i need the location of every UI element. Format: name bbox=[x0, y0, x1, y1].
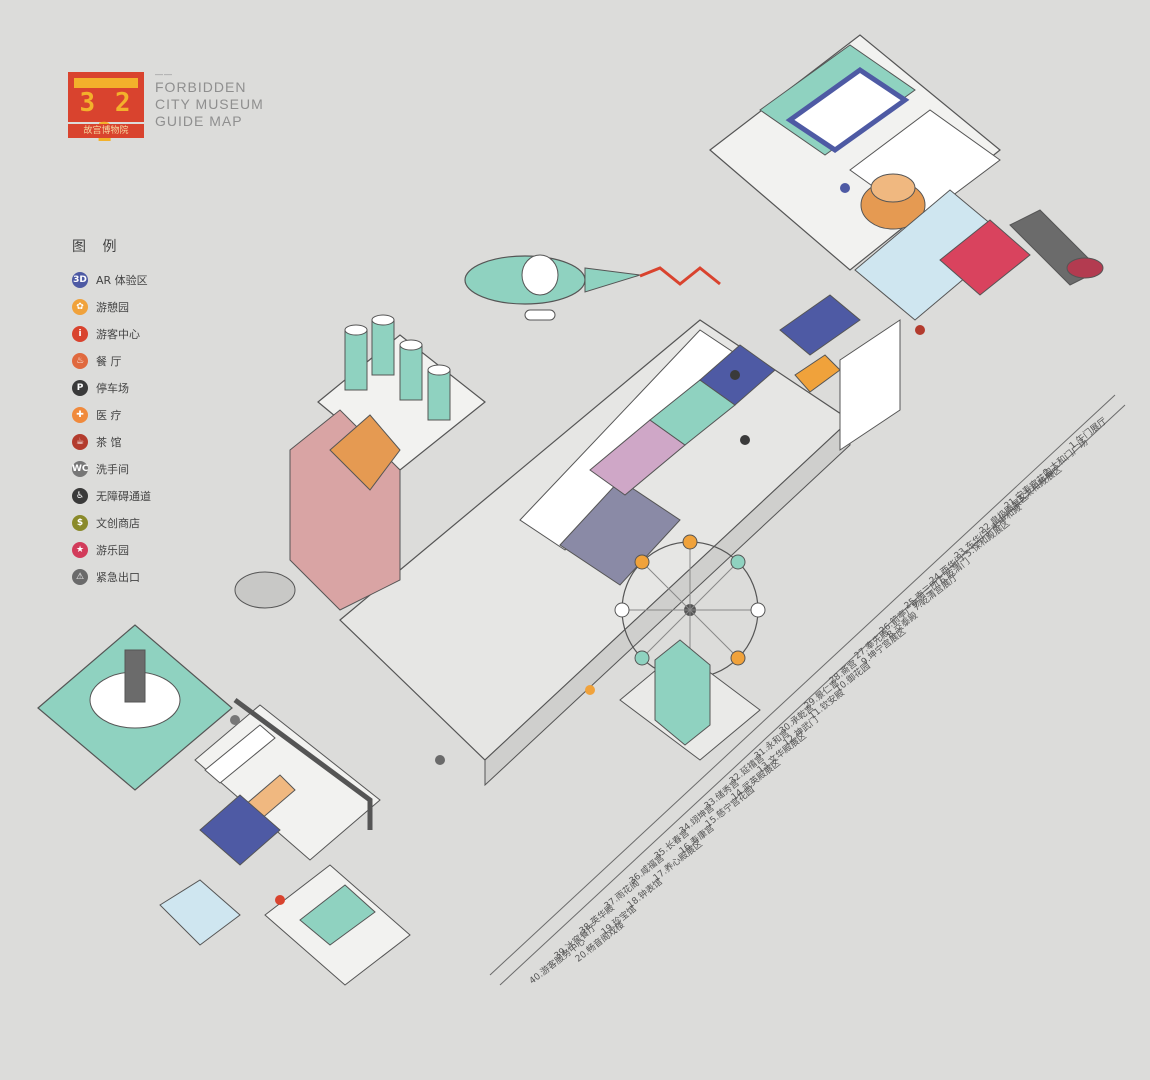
legend-label: 餐 厅 bbox=[96, 354, 122, 368]
sw-path bbox=[233, 697, 373, 830]
sw-pool bbox=[159, 879, 241, 946]
legend-label: 无障碍通道 bbox=[96, 489, 151, 503]
legend-label: 停车场 bbox=[96, 381, 129, 395]
legend-item: i 游客中心 bbox=[72, 320, 151, 347]
legend-item: ⚠ 紧急出口 bbox=[72, 563, 151, 590]
ar-icon: 3D bbox=[72, 271, 88, 288]
marker-accessible[interactable] bbox=[740, 435, 750, 445]
airship-streamer bbox=[639, 266, 721, 286]
legend-item: ✚ 医 疗 bbox=[72, 401, 151, 428]
legend-label: 茶 馆 bbox=[96, 435, 122, 449]
legend: 图 例 3D AR 体验区 ✿ 游憩园 i 游客中心 ♨ 餐 厅 P 停车场 ✚ 医 疗 ☕ 茶 馆 WC 洗… bbox=[72, 236, 151, 590]
legend-item: 3D AR 体验区 bbox=[72, 266, 151, 293]
north-courtyard bbox=[785, 66, 910, 154]
marker-garden[interactable] bbox=[585, 685, 595, 695]
marker-parking[interactable] bbox=[730, 370, 740, 380]
legend-item: $ 文创商店 bbox=[72, 509, 151, 536]
restroom-icon: WC bbox=[72, 460, 89, 477]
teahouse-icon: ☕ bbox=[72, 433, 88, 450]
mid-tower bbox=[839, 319, 901, 451]
mid-orange-hall bbox=[794, 354, 841, 393]
index-rail-outer bbox=[489, 394, 1116, 976]
info-icon: i bbox=[72, 325, 88, 342]
gallery-hall-gray bbox=[559, 479, 681, 586]
restaurant-icon: ♨ bbox=[72, 352, 88, 369]
legend-title: 图 例 bbox=[72, 239, 123, 255]
legend-label: 游乐园 bbox=[96, 543, 129, 557]
parking-icon: P bbox=[72, 379, 88, 396]
bottle-tower bbox=[654, 639, 711, 746]
legend-label: 洗手间 bbox=[96, 462, 129, 476]
amusement-icon: ★ bbox=[72, 541, 88, 558]
marker-exit[interactable] bbox=[435, 755, 445, 765]
map-title: —— FORBIDDEN CITY MUSEUM GUIDE MAP bbox=[155, 70, 305, 130]
airship-band bbox=[521, 254, 559, 296]
shop-icon: $ bbox=[72, 514, 88, 531]
pink-tower-roof bbox=[329, 414, 401, 491]
sw-hall-gallery bbox=[204, 724, 276, 784]
medical-icon: ✚ bbox=[72, 406, 88, 423]
marker-info[interactable] bbox=[275, 895, 285, 905]
legend-item: WC 洗手间 bbox=[72, 455, 151, 482]
logo-roof bbox=[74, 78, 138, 88]
index-rail-inner bbox=[499, 404, 1126, 986]
airship-tail bbox=[584, 267, 641, 293]
disc-stage bbox=[234, 571, 296, 609]
museum-logo: 3 2 2 故宫博物院 bbox=[68, 72, 144, 148]
logo-subtitle: 故宫博物院 bbox=[68, 124, 144, 138]
accessible-icon: ♿ bbox=[72, 487, 88, 504]
legend-label: 文创商店 bbox=[96, 516, 140, 530]
sw-garden-teal bbox=[299, 884, 376, 946]
title-caption: —— bbox=[155, 70, 173, 79]
round-pavilion-roof bbox=[870, 173, 916, 203]
legend-label: 游客中心 bbox=[96, 327, 140, 341]
legend-item: ✿ 游憩园 bbox=[72, 293, 151, 320]
legend-label: AR 体验区 bbox=[96, 273, 148, 287]
airship-gondola bbox=[524, 309, 556, 321]
legend-label: 游憩园 bbox=[96, 300, 129, 314]
legend-label: 紧急出口 bbox=[96, 570, 140, 584]
east-red-hall bbox=[939, 219, 1031, 296]
legend-item: ♿ 无障碍通道 bbox=[72, 482, 151, 509]
title-line-2: CITY MUSEUM bbox=[155, 96, 264, 112]
legend-item: ♨ 餐 厅 bbox=[72, 347, 151, 374]
east-gate-tower bbox=[1066, 257, 1104, 279]
exit-icon: ⚠ bbox=[72, 568, 88, 585]
garden-icon: ✿ bbox=[72, 298, 88, 315]
legend-item: ★ 游乐园 bbox=[72, 536, 151, 563]
fountain-bottle bbox=[124, 649, 146, 703]
legend-label: 医 疗 bbox=[96, 408, 122, 422]
sw-hall-navy bbox=[199, 794, 281, 866]
title-line-3: GUIDE MAP bbox=[155, 113, 243, 129]
marker-teahouse[interactable] bbox=[915, 325, 925, 335]
cylinder-stacks bbox=[344, 314, 451, 421]
mid-navy-hall bbox=[779, 294, 861, 356]
marker-restroom[interactable] bbox=[230, 715, 240, 725]
legend-item: P 停车场 bbox=[72, 374, 151, 401]
logo-red-block: 3 2 2 bbox=[68, 72, 144, 148]
logo-number: 3 2 2 bbox=[79, 88, 133, 148]
legend-item: ☕ 茶 馆 bbox=[72, 428, 151, 455]
main-platform-side bbox=[484, 418, 851, 787]
ferris-wheel bbox=[614, 534, 766, 679]
title-line-1: FORBIDDEN bbox=[155, 79, 247, 95]
marker-ar-north[interactable] bbox=[840, 183, 850, 193]
